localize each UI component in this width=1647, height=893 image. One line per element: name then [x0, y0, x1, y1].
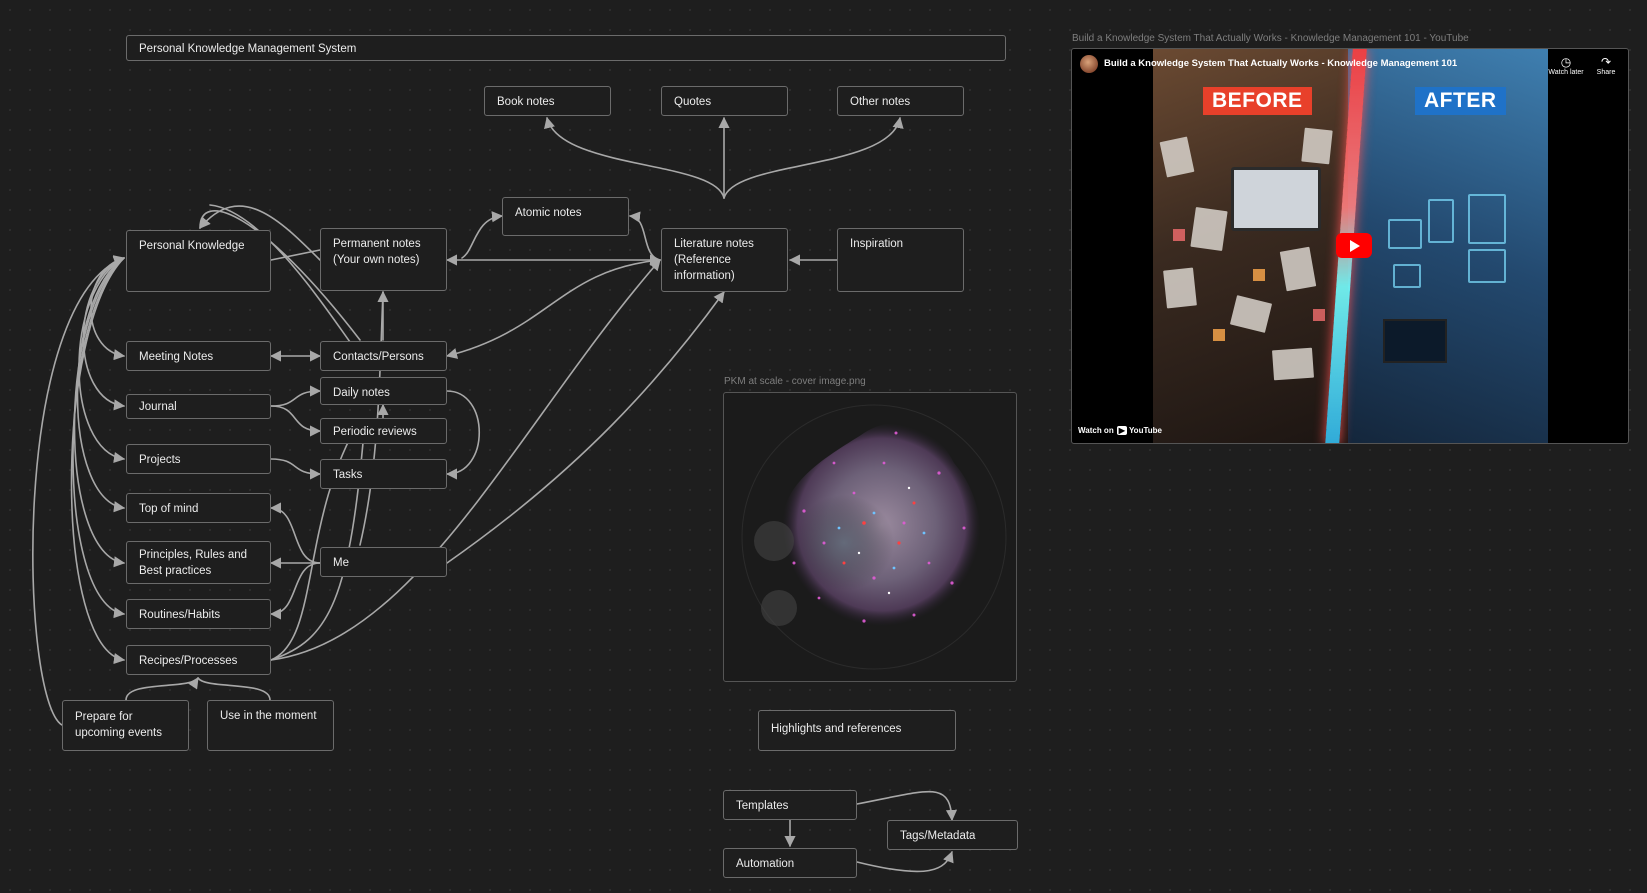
- node-meeting-notes[interactable]: Meeting Notes: [126, 341, 271, 371]
- play-icon[interactable]: [1336, 233, 1372, 258]
- node-use-in-moment[interactable]: Use in the moment: [207, 700, 334, 751]
- node-projects[interactable]: Projects: [126, 444, 271, 474]
- node-contacts-persons[interactable]: Contacts/Persons: [320, 341, 447, 371]
- node-top-of-mind[interactable]: Top of mind: [126, 493, 271, 523]
- clock-icon: ◷: [1560, 55, 1572, 69]
- edge-personal-topmind: [76, 257, 126, 513]
- edge-me-routines: [269, 562, 321, 620]
- video-thumbnail[interactable]: BEFORE AFTER: [1153, 49, 1548, 443]
- edge-atomic-literature: [628, 211, 661, 261]
- pkm-graph-image: [741, 404, 1007, 670]
- video-title[interactable]: Build a Knowledge System That Actually W…: [1104, 58, 1458, 69]
- node-recipes-processes[interactable]: Recipes/Processes: [126, 645, 271, 675]
- edge-automation-tags: [856, 850, 954, 873]
- edge-personal-principles: [73, 257, 126, 568]
- edge-projects-tasks: [270, 458, 322, 480]
- node-templates[interactable]: Templates: [723, 790, 857, 820]
- edge-prepare-personal: [32, 256, 126, 726]
- edge-journal-daily: [270, 385, 322, 407]
- node-permanent-notes[interactable]: Permanent notes (Your own notes): [320, 228, 447, 291]
- node-quotes[interactable]: Quotes: [661, 86, 788, 116]
- edge-loop-personal-2: [199, 205, 321, 261]
- watch-later-button[interactable]: ◷ Watch later: [1546, 55, 1586, 76]
- edge-recipes-literature: [270, 259, 661, 661]
- image-embed-label: PKM at scale - cover image.png: [724, 376, 866, 387]
- edge-literature-other: [723, 116, 904, 199]
- edge-prepare-recipes: [125, 677, 199, 701]
- edge-me-topmind: [269, 502, 321, 564]
- canvas-title-node[interactable]: Personal Knowledge Management System: [126, 35, 1006, 61]
- node-periodic-reviews[interactable]: Periodic reviews: [320, 418, 447, 444]
- node-journal[interactable]: Journal: [126, 394, 271, 419]
- node-tasks[interactable]: Tasks: [320, 459, 447, 489]
- node-me[interactable]: Me: [320, 547, 447, 577]
- edge-contacts-literature: [445, 259, 661, 359]
- watch-on-youtube-button[interactable]: Watch on▶ YouTube: [1078, 426, 1162, 435]
- edge-recipes-upper: [270, 419, 361, 661]
- node-routines-habits[interactable]: Routines/Habits: [126, 599, 271, 629]
- edge-me-permanent: [359, 291, 384, 546]
- edge-personal-permanent: [270, 249, 321, 261]
- edge-literature-book: [544, 116, 725, 199]
- after-label: AFTER: [1415, 87, 1506, 115]
- before-label: BEFORE: [1203, 87, 1312, 115]
- edge-use-recipes: [197, 677, 271, 701]
- edge-me-literature: [446, 291, 725, 564]
- node-highlights[interactable]: Highlights and references: [758, 710, 956, 751]
- edge-permanent-atomic: [461, 211, 504, 259]
- share-button[interactable]: ↷ Share: [1586, 55, 1626, 76]
- image-embed-frame[interactable]: [723, 392, 1017, 682]
- node-tags-metadata[interactable]: Tags/Metadata: [887, 820, 1018, 850]
- node-atomic-notes[interactable]: Atomic notes: [502, 197, 629, 236]
- youtube-logo-icon: ▶: [1116, 426, 1127, 435]
- node-personal-knowledge[interactable]: Personal Knowledge: [126, 230, 271, 292]
- node-book-notes[interactable]: Book notes: [484, 86, 611, 116]
- edge-daily-tasks: [445, 390, 480, 480]
- edge-loop-personal: [199, 210, 361, 341]
- youtube-embed-frame[interactable]: BEFORE AFTER Build a Knowledge System Th…: [1071, 48, 1629, 444]
- edge-loop-personal-3: [209, 204, 351, 343]
- edge-personal-routines: [72, 257, 126, 619]
- channel-avatar[interactable]: [1080, 55, 1098, 73]
- node-other-notes[interactable]: Other notes: [837, 86, 964, 116]
- node-prepare-events[interactable]: Prepare for upcoming events: [62, 700, 189, 751]
- edge-journal-periodic: [270, 405, 322, 437]
- node-inspiration[interactable]: Inspiration: [837, 228, 964, 292]
- video-embed-label: Build a Knowledge System That Actually W…: [1072, 33, 1469, 44]
- node-literature-notes[interactable]: Literature notes (Reference information): [661, 228, 788, 292]
- edge-templates-tags: [856, 790, 958, 822]
- edge-personal-recipes: [70, 257, 126, 665]
- share-icon: ↷: [1600, 55, 1612, 69]
- node-daily-notes[interactable]: Daily notes: [320, 377, 447, 405]
- node-automation[interactable]: Automation: [723, 848, 857, 878]
- node-principles[interactable]: Principles, Rules and Best practices: [126, 541, 271, 584]
